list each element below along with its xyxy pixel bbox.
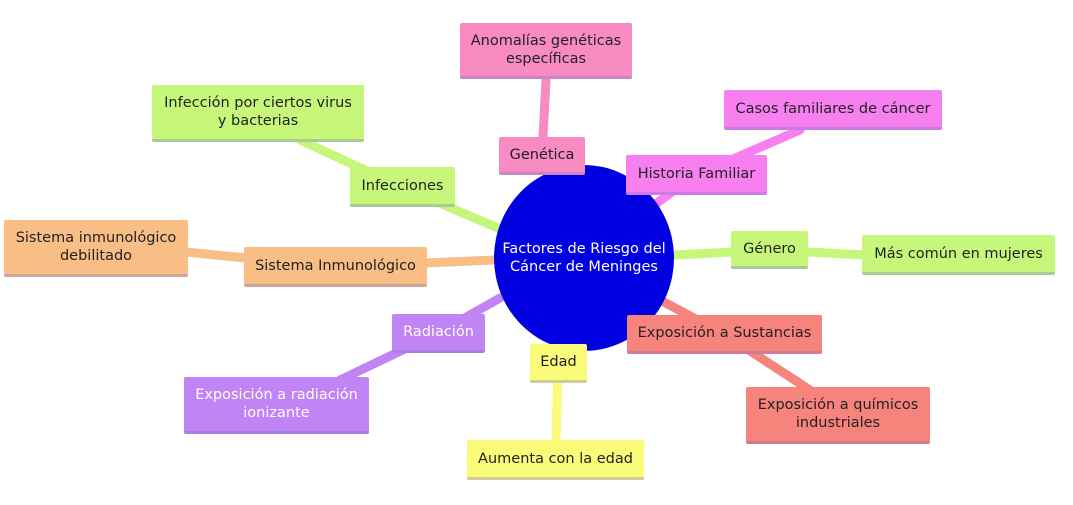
leaf-radiacion[interactable]: Exposición a radiación ionizante	[184, 377, 369, 434]
leaf-genero-label: Más común en mujeres	[874, 245, 1043, 262]
branch-sistema-inmunologico[interactable]: Sistema Inmunológico	[244, 247, 427, 287]
leaf-genetica-label: Anomalías genéticas específicas	[470, 32, 622, 67]
leaf-genero[interactable]: Más común en mujeres	[862, 235, 1055, 275]
leaf-radiacion-label: Exposición a radiación ionizante	[195, 387, 358, 421]
central-topic-label: Factores de Riesgo del Cáncer de Meninge…	[502, 241, 666, 275]
branch-infecciones[interactable]: Infecciones	[350, 167, 455, 207]
leaf-edad-label: Aumenta con la edad	[478, 450, 633, 467]
branch-genero[interactable]: Género	[731, 231, 808, 269]
branch-sistema-inmunologico-label: Sistema Inmunológico	[255, 257, 416, 274]
branch-genetica[interactable]: Genética	[499, 137, 585, 175]
leaf-edad[interactable]: Aumenta con la edad	[467, 440, 644, 480]
leaf-genetica[interactable]: Anomalías genéticas específicas	[460, 23, 632, 79]
branch-historia-familiar[interactable]: Historia Familiar	[626, 155, 767, 195]
branch-radiacion-label: Radiación	[403, 324, 474, 340]
leaf-historia-familiar-label: Casos familiares de cáncer	[735, 100, 931, 117]
leaf-sistema-inmunologico[interactable]: Sistema inmunológico debilitado	[4, 220, 188, 277]
branch-edad[interactable]: Edad	[530, 344, 587, 383]
leaf-infecciones-label: Infección por ciertos virus y bacterias	[164, 95, 352, 129]
branch-exposicion-sustancias-label: Exposición a Sustancias	[637, 325, 812, 341]
leaf-exposicion-sustancias[interactable]: Exposición a químicos industriales	[746, 387, 930, 444]
leaf-sistema-inmunologico-label: Sistema inmunológico debilitado	[15, 230, 177, 264]
branch-infecciones-label: Infecciones	[361, 177, 444, 194]
branch-edad-label: Edad	[540, 354, 577, 370]
branch-genero-label: Género	[743, 240, 796, 257]
branch-radiacion[interactable]: Radiación	[392, 314, 485, 353]
leaf-infecciones[interactable]: Infección por ciertos virus y bacterias	[152, 85, 364, 142]
branch-exposicion-sustancias[interactable]: Exposición a Sustancias	[627, 315, 822, 354]
leaf-exposicion-sustancias-label: Exposición a químicos industriales	[757, 397, 919, 431]
leaf-historia-familiar[interactable]: Casos familiares de cáncer	[724, 90, 942, 130]
branch-genetica-label: Genética	[509, 146, 575, 163]
branch-historia-familiar-label: Historia Familiar	[637, 165, 756, 182]
